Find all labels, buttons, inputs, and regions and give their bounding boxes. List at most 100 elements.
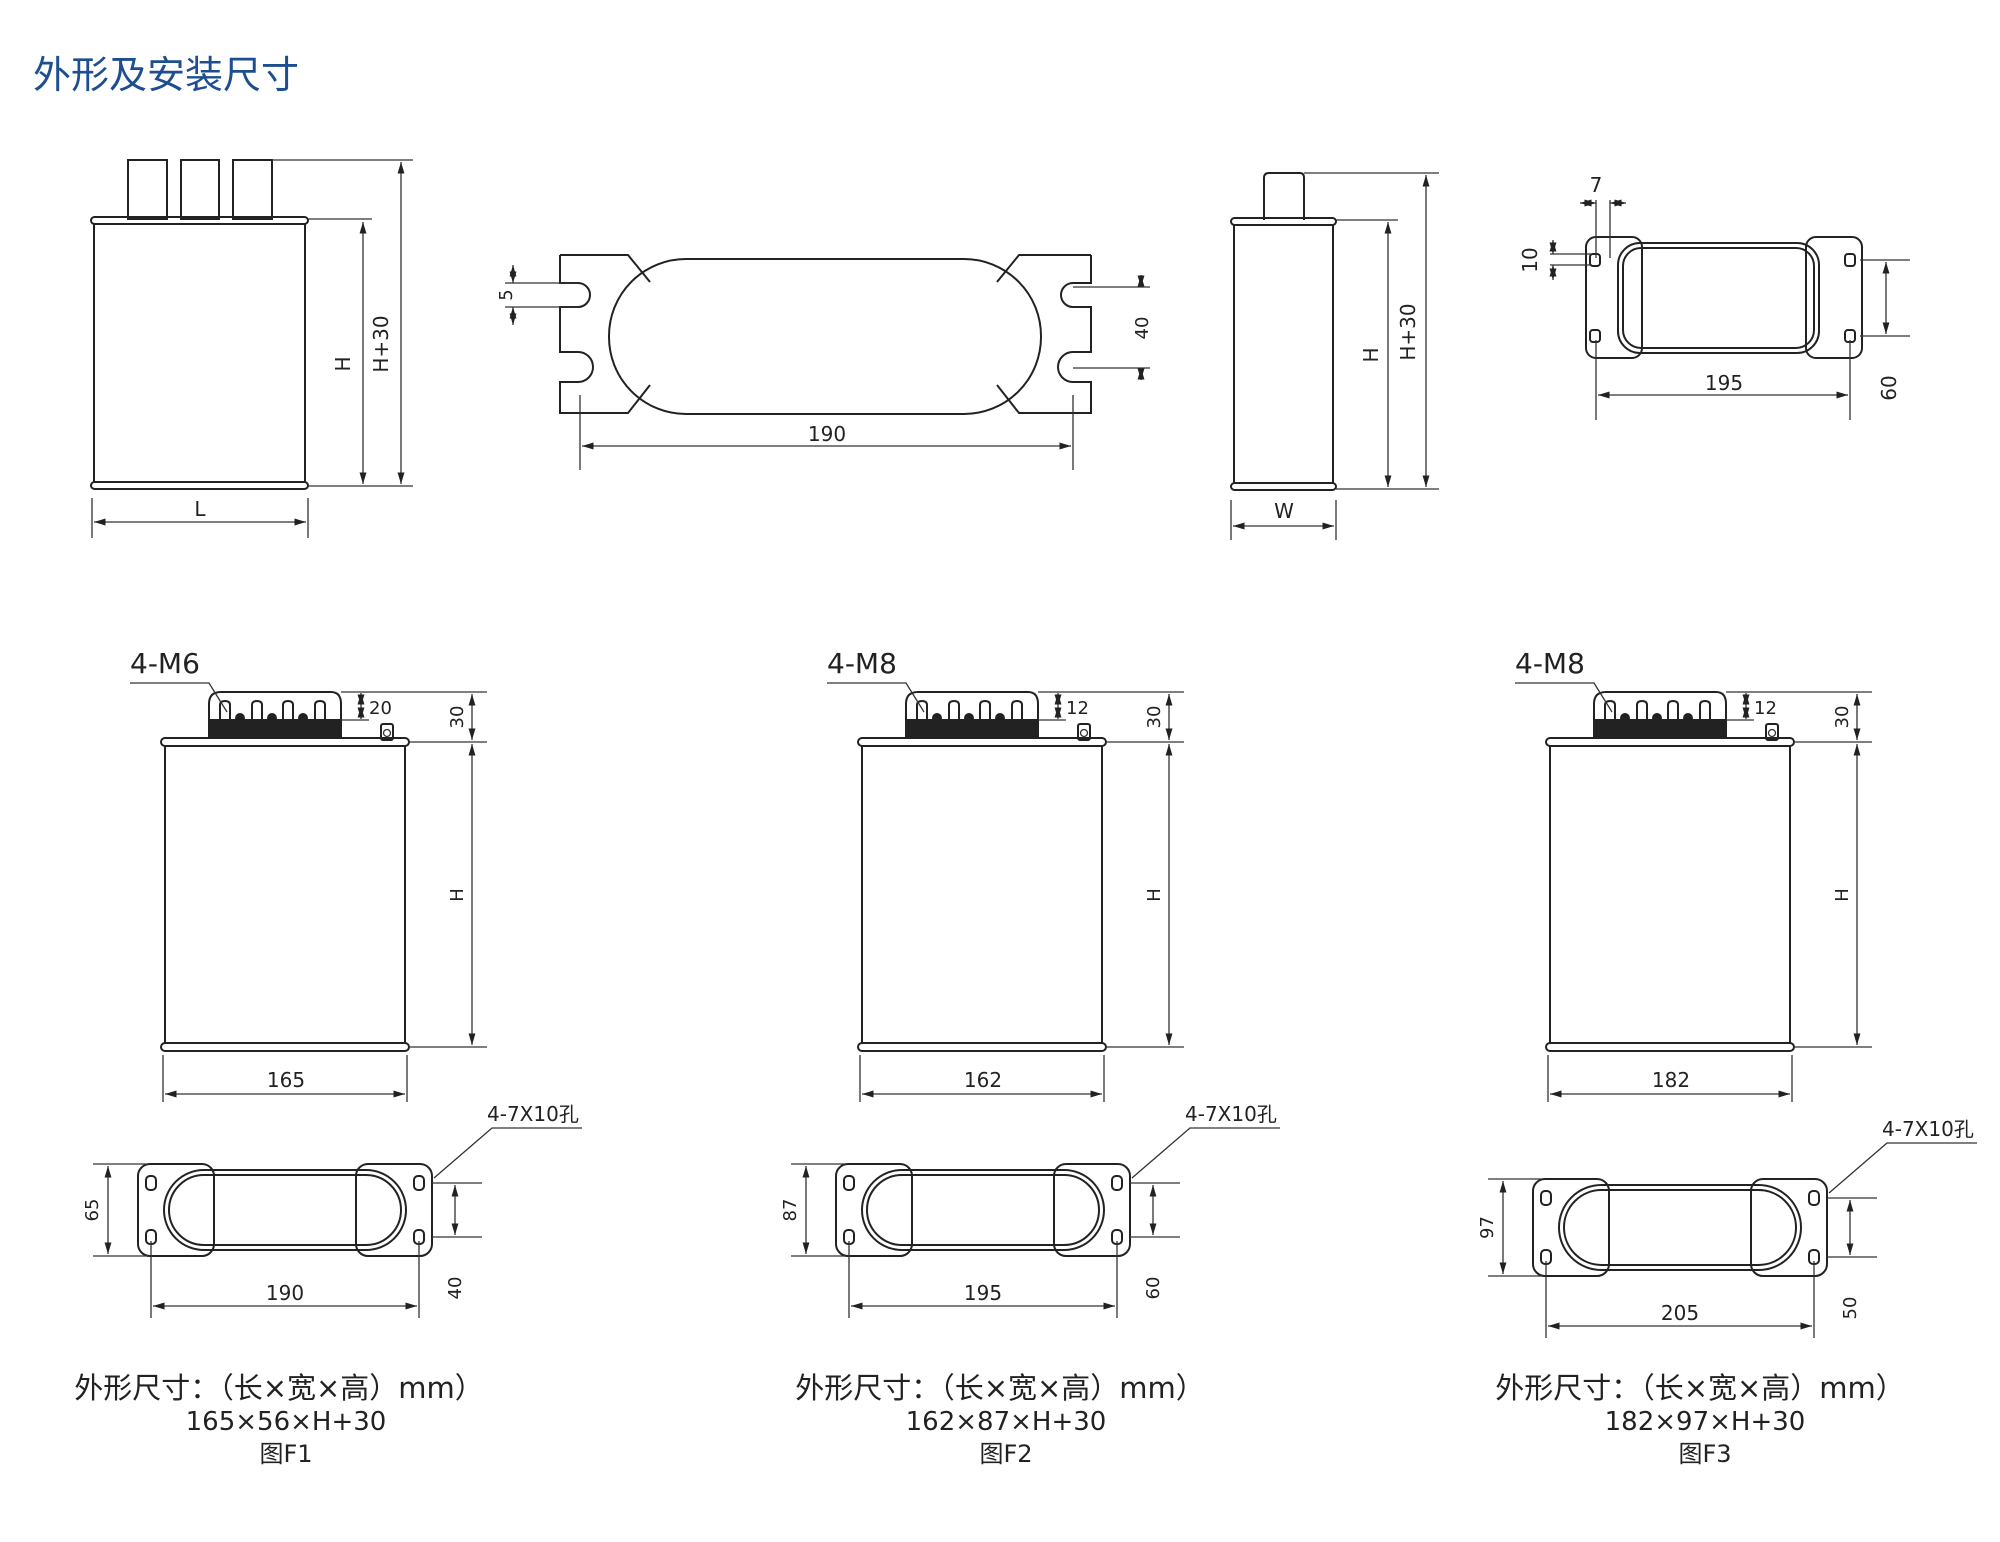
terminal-box	[905, 691, 1039, 738]
terminal-post	[1667, 699, 1679, 722]
mount-frame-outer	[1617, 242, 1820, 354]
hole-pitch-label: 195	[964, 1281, 1002, 1305]
terminal-leader	[130, 682, 228, 713]
mount-frame-outer	[163, 1169, 407, 1251]
figure-dimensions: 182×97×H+30	[1605, 1407, 1806, 1437]
hole-width-label: 7	[1590, 173, 1603, 197]
mounting-hole	[145, 1175, 157, 1191]
terminal-nub	[964, 713, 974, 723]
pitch-label: 195	[1705, 371, 1743, 395]
length-label: 165	[267, 1068, 305, 1092]
top-flange	[160, 737, 410, 747]
terminal-base	[907, 719, 1037, 739]
capacitor-body	[1233, 224, 1334, 484]
ground-stud	[380, 723, 394, 741]
terminal-height-label: 20	[369, 698, 392, 719]
hole-span-label: 50	[1840, 1297, 1861, 1320]
top-flange	[1230, 217, 1337, 226]
oval-length-label: 190	[808, 422, 846, 446]
terminal-leader	[827, 682, 925, 713]
right-bracket	[1750, 1178, 1828, 1277]
mount-width-label: 65	[82, 1199, 103, 1222]
top-flange	[1545, 737, 1795, 747]
width-label: W	[1274, 499, 1294, 523]
holes-leader	[1131, 1127, 1280, 1179]
height-label: H	[1359, 347, 1383, 362]
mount-width-label: 87	[780, 1199, 801, 1222]
terminal-spec-label: 4-M8	[1515, 647, 1585, 680]
bottom-flange	[1545, 1042, 1795, 1052]
slot-label: 5	[496, 289, 517, 300]
terminal-post	[1636, 699, 1648, 722]
left-bracket	[835, 1163, 913, 1257]
height-label: H	[1144, 888, 1165, 902]
bottom-flange	[857, 1042, 1107, 1052]
hole-span-label: 60	[1143, 1277, 1164, 1300]
ground-stud-hole	[1079, 728, 1089, 738]
terminal-spec-label: 4-M8	[827, 647, 897, 680]
mount-frame-outer	[861, 1169, 1105, 1251]
hole-height-label: 10	[1518, 247, 1542, 272]
hole-pitch-label: 205	[1661, 1301, 1699, 1325]
bottom-flange	[1230, 482, 1337, 491]
total-height-label: H+30	[369, 315, 393, 372]
figure-caption: 外形尺寸：（长×宽×高）mm）	[1495, 1371, 1905, 1405]
capacitor-body	[1549, 745, 1791, 1044]
right-bracket	[996, 254, 1092, 414]
terminal-post	[1604, 699, 1616, 722]
mount-width-label: 97	[1477, 1216, 1498, 1239]
terminal	[180, 159, 220, 220]
terminal-box	[1593, 691, 1727, 738]
figure-dimensions: 165×56×H+30	[186, 1407, 387, 1437]
holes-spec-label: 4-7X10孔	[1882, 1117, 1974, 1141]
mounting-hole	[1844, 253, 1856, 267]
mounting-hole	[413, 1175, 425, 1191]
mount-frame-inner	[866, 1174, 1100, 1246]
mount-frame-inner	[168, 1174, 402, 1246]
terminal-nub	[995, 713, 1005, 723]
page-title: 外形及安装尺寸	[33, 53, 299, 97]
terminal-spec-label: 4-M6	[130, 647, 200, 680]
capacitor-body	[164, 745, 406, 1044]
hole-span-label: 40	[445, 1277, 466, 1300]
left-bracket	[1585, 236, 1643, 359]
terminal-base	[1595, 719, 1725, 739]
holes-leader	[1828, 1142, 1977, 1194]
ground-stud	[1077, 723, 1091, 741]
terminal-post	[314, 699, 326, 722]
terminal-post	[219, 699, 231, 722]
terminal-post	[282, 699, 294, 722]
bottom-flange	[160, 1042, 410, 1052]
mounting-hole	[843, 1175, 855, 1191]
terminal-box	[208, 691, 342, 738]
bottom-flange	[90, 481, 309, 490]
holes-spec-label: 4-7X10孔	[487, 1102, 579, 1126]
ground-stud-hole	[382, 728, 392, 738]
span-label: 60	[1877, 375, 1901, 400]
total-height-label: H+30	[1396, 303, 1420, 360]
terminal-nub	[267, 713, 277, 723]
height-label: H	[447, 888, 468, 902]
terminal-nub	[298, 713, 308, 723]
figure-caption: 外形尺寸：（长×宽×高）mm）	[74, 1371, 484, 1405]
mounting-hole	[1808, 1190, 1820, 1206]
mounting-hole	[1589, 329, 1601, 343]
terminal-base	[210, 719, 340, 739]
height-label: H	[331, 356, 355, 371]
right-bracket	[1053, 1163, 1131, 1257]
oval-body	[608, 258, 1042, 415]
terminal-nub	[235, 713, 245, 723]
length-label: 182	[1652, 1068, 1690, 1092]
length-label: L	[194, 497, 206, 521]
ground-stud-hole	[1767, 728, 1777, 738]
terminal-nub	[1683, 713, 1693, 723]
terminal-post	[1699, 699, 1711, 722]
ground-stud	[1765, 723, 1779, 741]
terminal-leader	[1515, 682, 1613, 713]
slot-span-label: 40	[1132, 317, 1153, 340]
left-bracket	[559, 254, 651, 414]
mount-frame-inner	[1563, 1189, 1797, 1266]
mounting-hole	[1589, 253, 1601, 267]
terminal-nub	[1620, 713, 1630, 723]
